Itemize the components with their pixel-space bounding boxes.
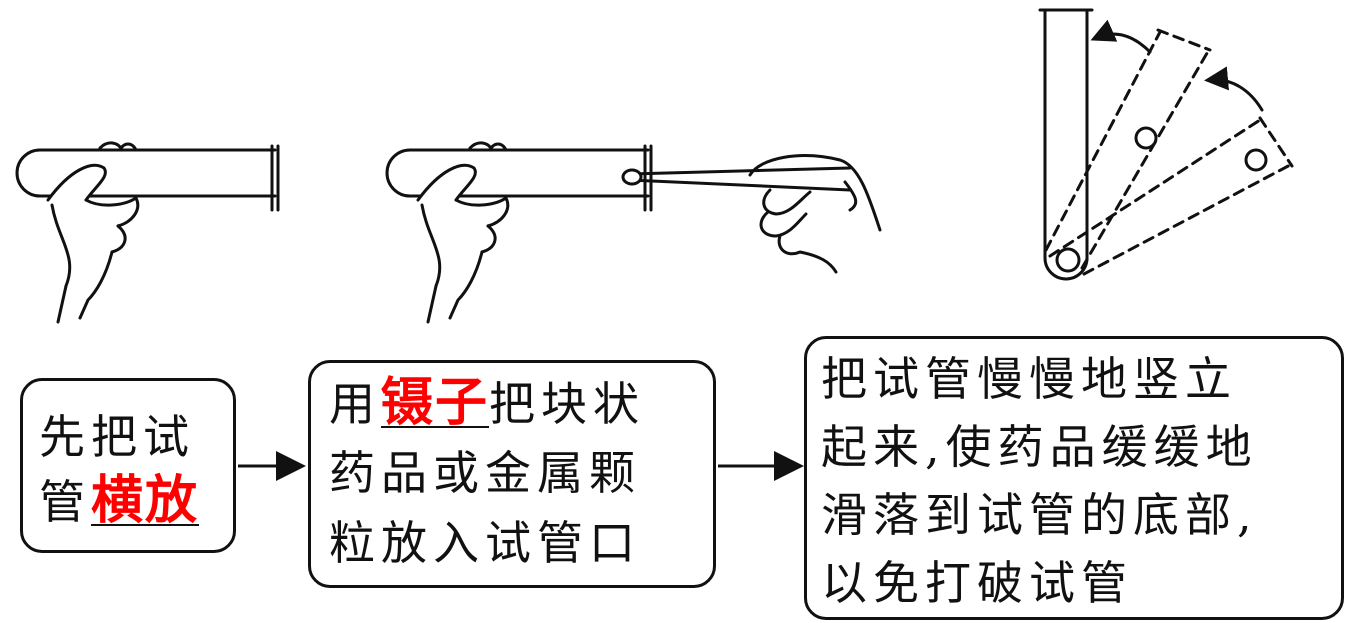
- step-1-line-2: 管横放: [39, 473, 199, 530]
- upright-test-tube-figure: [1038, 8, 1294, 281]
- step-3-line-2: 起来,使药品缓缓地: [821, 420, 1258, 474]
- step-2-line-1-post: 把块状: [489, 377, 646, 431]
- step-2-line-1: 用镊子把块状: [329, 375, 645, 432]
- horizontal-test-tube-figure: [15, 141, 280, 324]
- highlight-keyword-tweezers: 镊子: [381, 373, 490, 433]
- step-2-line-2: 药品或金属颗: [329, 446, 641, 500]
- step-2-line-1-pre: 用: [329, 377, 381, 431]
- step-2-box: 用镊子把块状 药品或金属颗 粒放入试管口: [308, 360, 716, 588]
- step-1-line-2-pre: 管: [39, 475, 91, 529]
- step-3-line-4: 以免打破试管: [821, 556, 1133, 610]
- step-1-line-1: 先把试: [39, 410, 195, 464]
- step-3-line-1: 把试管慢慢地竖立: [821, 352, 1237, 406]
- step-2-line-3: 粒放入试管口: [329, 516, 641, 570]
- step-3-line-3: 滑落到试管的底部,: [821, 488, 1258, 542]
- step-3-box: 把试管慢慢地竖立 起来,使药品缓缓地 滑落到试管的底部, 以免打破试管: [804, 336, 1344, 620]
- highlight-keyword-horizontal: 横放: [91, 471, 200, 531]
- tweezers-tube-figure: [385, 141, 882, 324]
- step-1-box: 先把试 管横放: [20, 378, 236, 553]
